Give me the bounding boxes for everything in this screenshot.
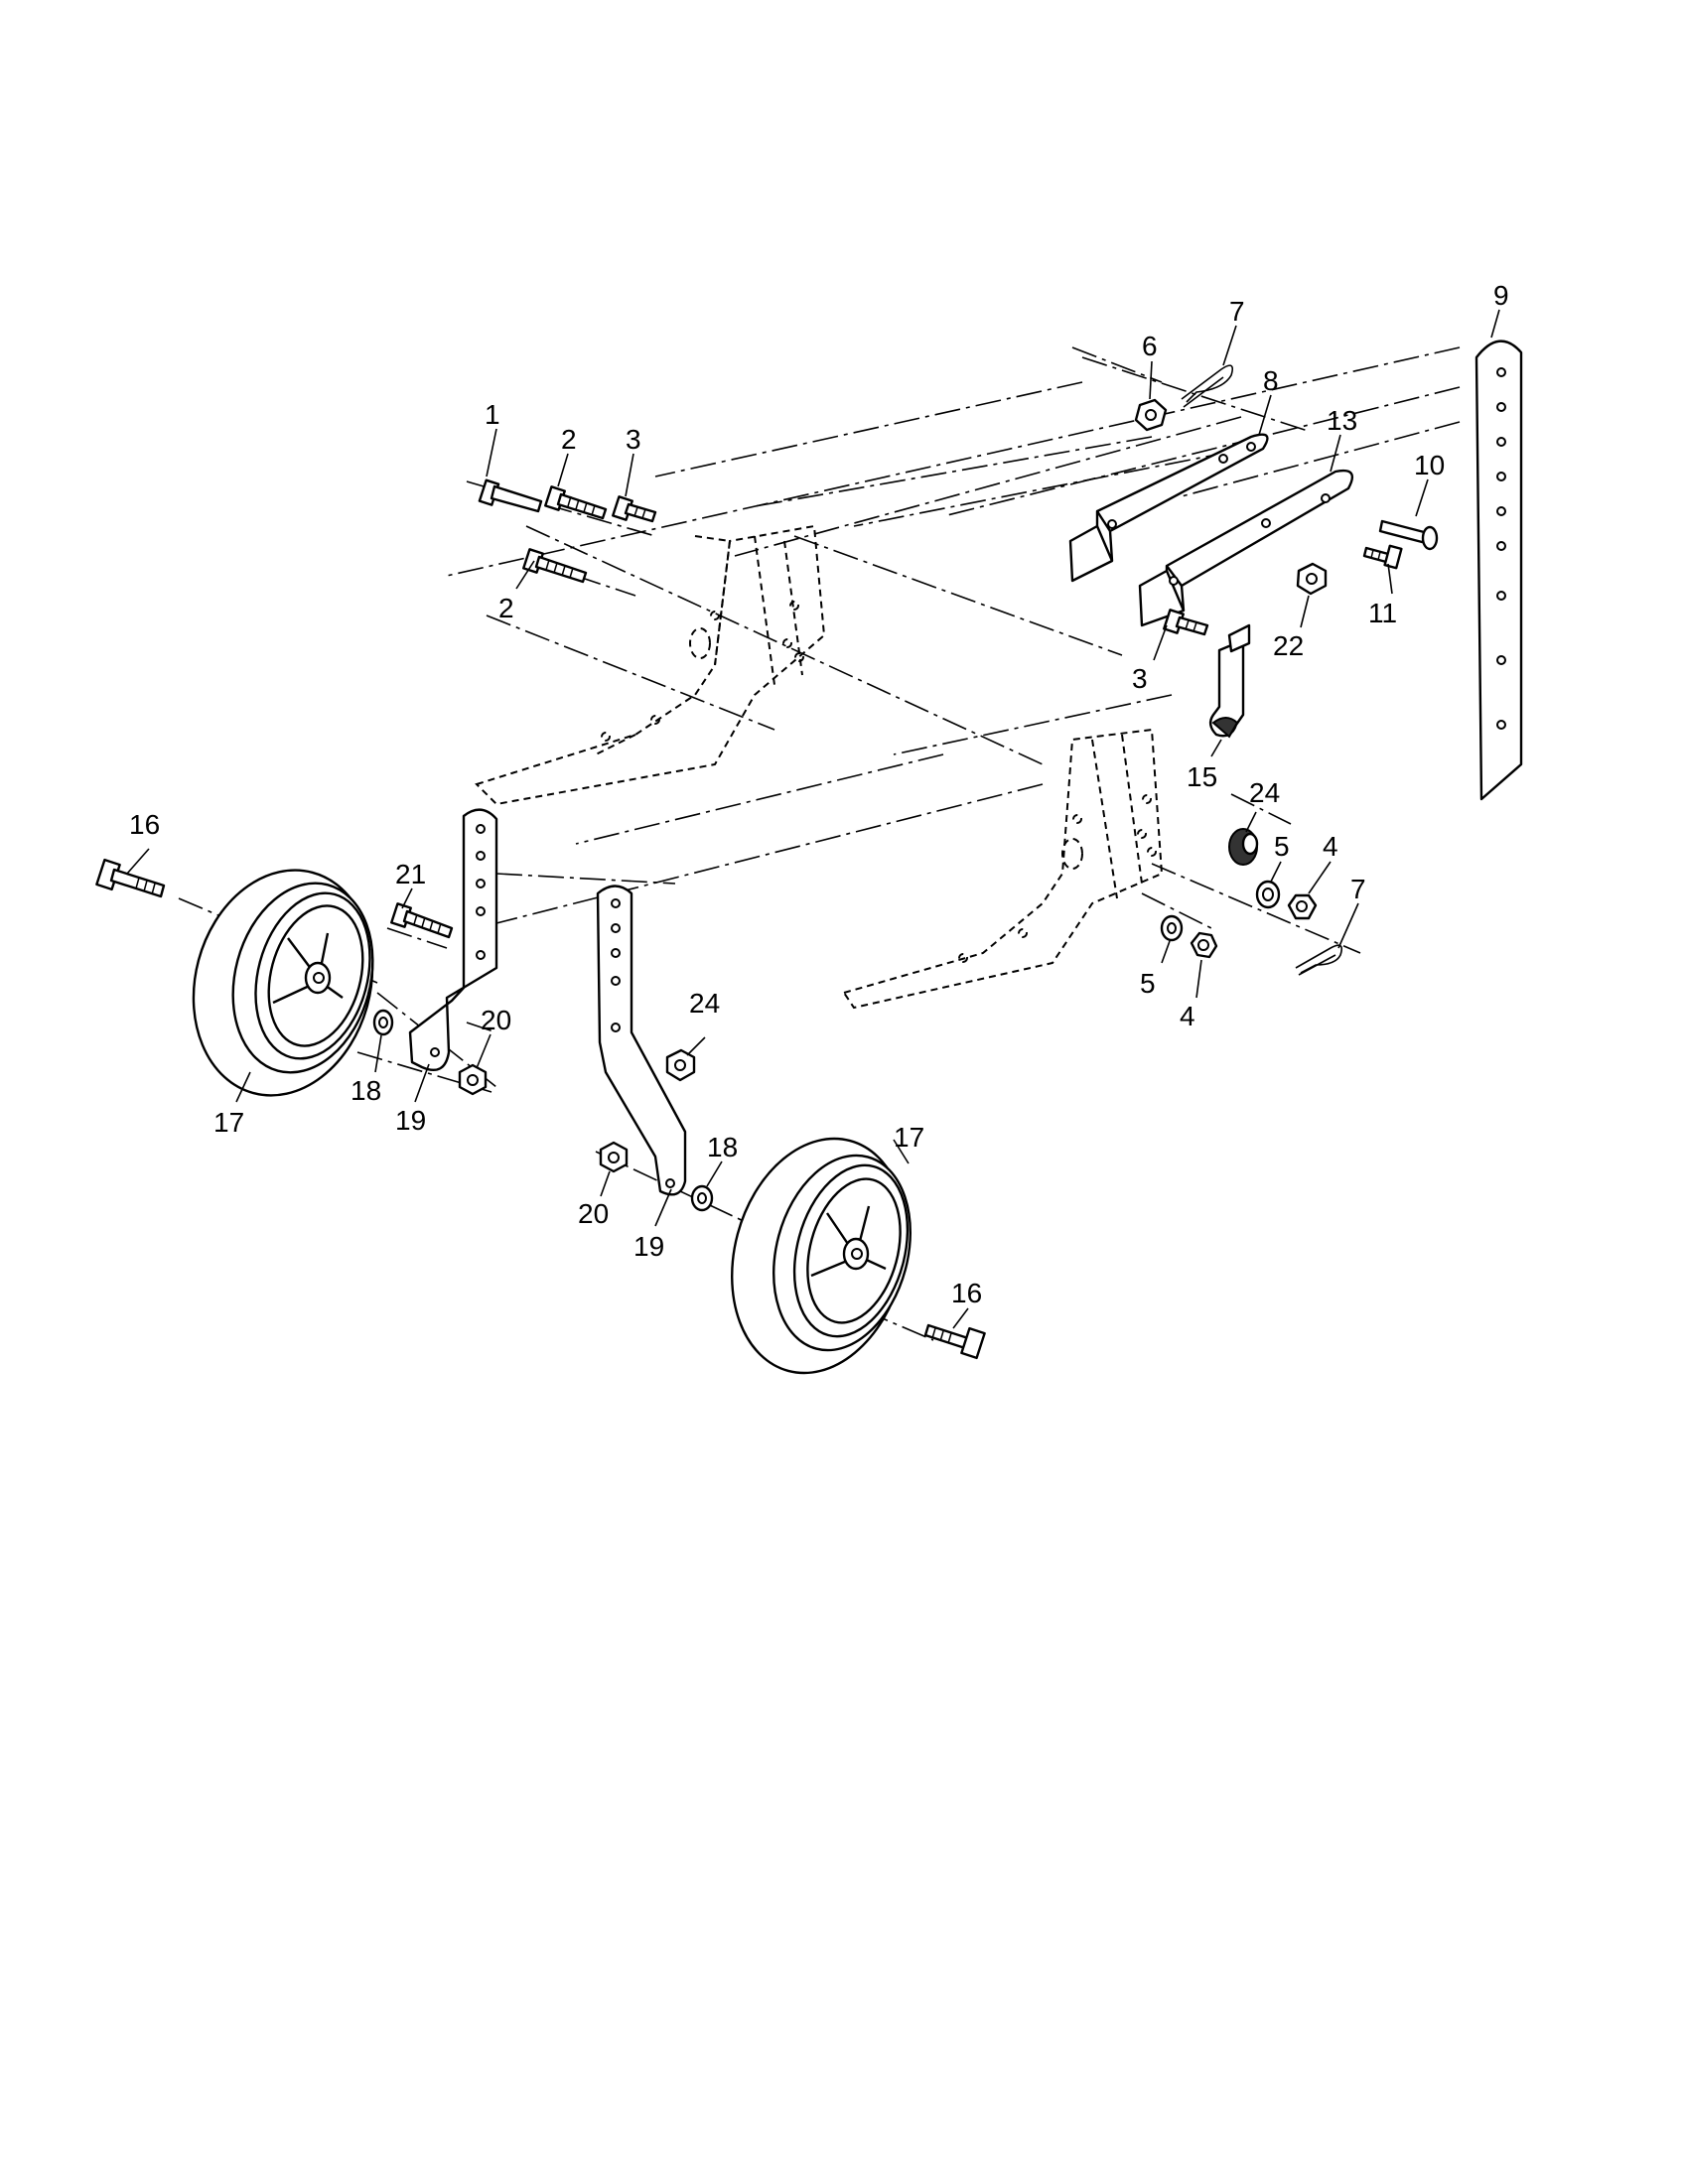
part-22-nut bbox=[1296, 562, 1328, 596]
part-11-bolt bbox=[1362, 544, 1403, 570]
part-4-nut-right-upper bbox=[1287, 893, 1318, 920]
callout-19: 19 bbox=[633, 1231, 664, 1262]
part-9-depth-bar bbox=[1474, 340, 1523, 801]
leader-lines bbox=[126, 309, 1500, 1329]
callouts: 1 2 2 3 3 4 4 5 5 6 7 7 8 9 10 11 13 15 … bbox=[129, 280, 1509, 1308]
part-1-pin bbox=[478, 478, 543, 513]
part-24-knob bbox=[1228, 828, 1259, 866]
callout-18: 18 bbox=[707, 1132, 738, 1162]
callout-22: 22 bbox=[1273, 630, 1304, 661]
callout-16: 16 bbox=[951, 1278, 982, 1308]
part-15-latch bbox=[1208, 623, 1251, 739]
callout-9: 9 bbox=[1493, 280, 1509, 311]
callout-24: 24 bbox=[1249, 777, 1280, 808]
callout-10: 10 bbox=[1414, 450, 1445, 480]
part-21-bolt bbox=[390, 902, 454, 939]
callout-24: 24 bbox=[689, 988, 720, 1019]
part-19-bracket-center bbox=[596, 885, 687, 1196]
callout-7: 7 bbox=[1229, 296, 1245, 327]
part-2-bolt-upper bbox=[544, 485, 608, 520]
callout-8: 8 bbox=[1263, 365, 1279, 396]
callout-7: 7 bbox=[1350, 874, 1366, 904]
callout-21: 21 bbox=[395, 859, 426, 889]
part-7-clip-lower bbox=[1295, 944, 1343, 976]
callout-4: 4 bbox=[1323, 831, 1338, 862]
part-24-nut-center bbox=[665, 1048, 696, 1082]
callout-5: 5 bbox=[1140, 968, 1156, 999]
frame-right-phantom bbox=[842, 728, 1164, 1010]
callout-20: 20 bbox=[578, 1198, 609, 1229]
callout-17: 17 bbox=[894, 1122, 924, 1153]
part-3-bolt-upper bbox=[612, 495, 657, 523]
callout-2: 2 bbox=[561, 424, 577, 455]
callout-1: 1 bbox=[485, 399, 500, 430]
part-10-pin bbox=[1378, 519, 1439, 551]
part-16-bolt-left bbox=[95, 858, 166, 898]
callout-5: 5 bbox=[1274, 831, 1290, 862]
callout-6: 6 bbox=[1142, 331, 1158, 361]
part-17-wheel-right bbox=[731, 1137, 912, 1375]
callout-3: 3 bbox=[626, 424, 641, 455]
callout-11: 11 bbox=[1368, 598, 1397, 628]
frame-left-phantom bbox=[475, 524, 826, 806]
part-5-washer-right-lower bbox=[1160, 914, 1184, 942]
part-18-washer-left bbox=[372, 1009, 394, 1036]
part-4-nut-right-lower bbox=[1190, 931, 1218, 959]
part-5-washer-right-upper bbox=[1255, 880, 1281, 909]
part-8-bracket bbox=[1068, 433, 1269, 583]
callout-19: 19 bbox=[395, 1105, 426, 1136]
part-17-wheel-left bbox=[192, 869, 374, 1097]
callout-4: 4 bbox=[1180, 1001, 1195, 1031]
callout-2: 2 bbox=[498, 593, 514, 623]
part-3-bolt-lower bbox=[1163, 609, 1209, 636]
part-20-nut-left bbox=[458, 1063, 488, 1096]
callout-15: 15 bbox=[1187, 761, 1217, 792]
part-16-bolt-right bbox=[923, 1323, 986, 1360]
part-20-nut-center bbox=[599, 1141, 629, 1173]
part-13-bracket bbox=[1138, 469, 1353, 627]
callout-18: 18 bbox=[351, 1075, 381, 1106]
part-18-washer-center bbox=[690, 1184, 714, 1212]
part-7-clip-upper bbox=[1181, 364, 1234, 408]
callout-20: 20 bbox=[481, 1005, 511, 1035]
callout-13: 13 bbox=[1327, 405, 1357, 436]
part-2-bolt-lower bbox=[522, 548, 588, 584]
callout-3: 3 bbox=[1132, 663, 1148, 694]
callout-16: 16 bbox=[129, 809, 160, 840]
part-6-nut bbox=[1134, 398, 1168, 432]
callout-17: 17 bbox=[213, 1107, 244, 1138]
part-19-bracket-left bbox=[408, 808, 498, 1072]
